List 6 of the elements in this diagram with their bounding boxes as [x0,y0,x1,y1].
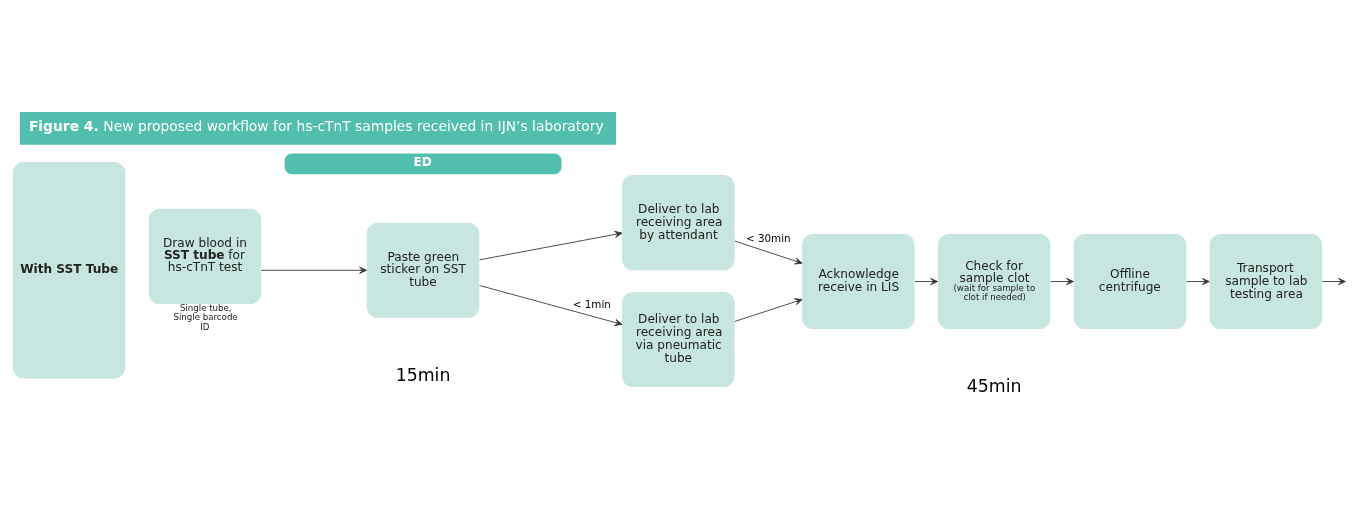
edge-label: < 30min [745,231,791,244]
label: 45min [966,375,1022,396]
label: 15min [395,364,451,385]
edge-label: < 1min [572,297,611,310]
node-label: Single tube, Single barcode ID [173,302,238,332]
diagram-title: Figure 4. New proposed workflow for hs-cTnT samples received in IJN’s laboratory [28,117,604,134]
